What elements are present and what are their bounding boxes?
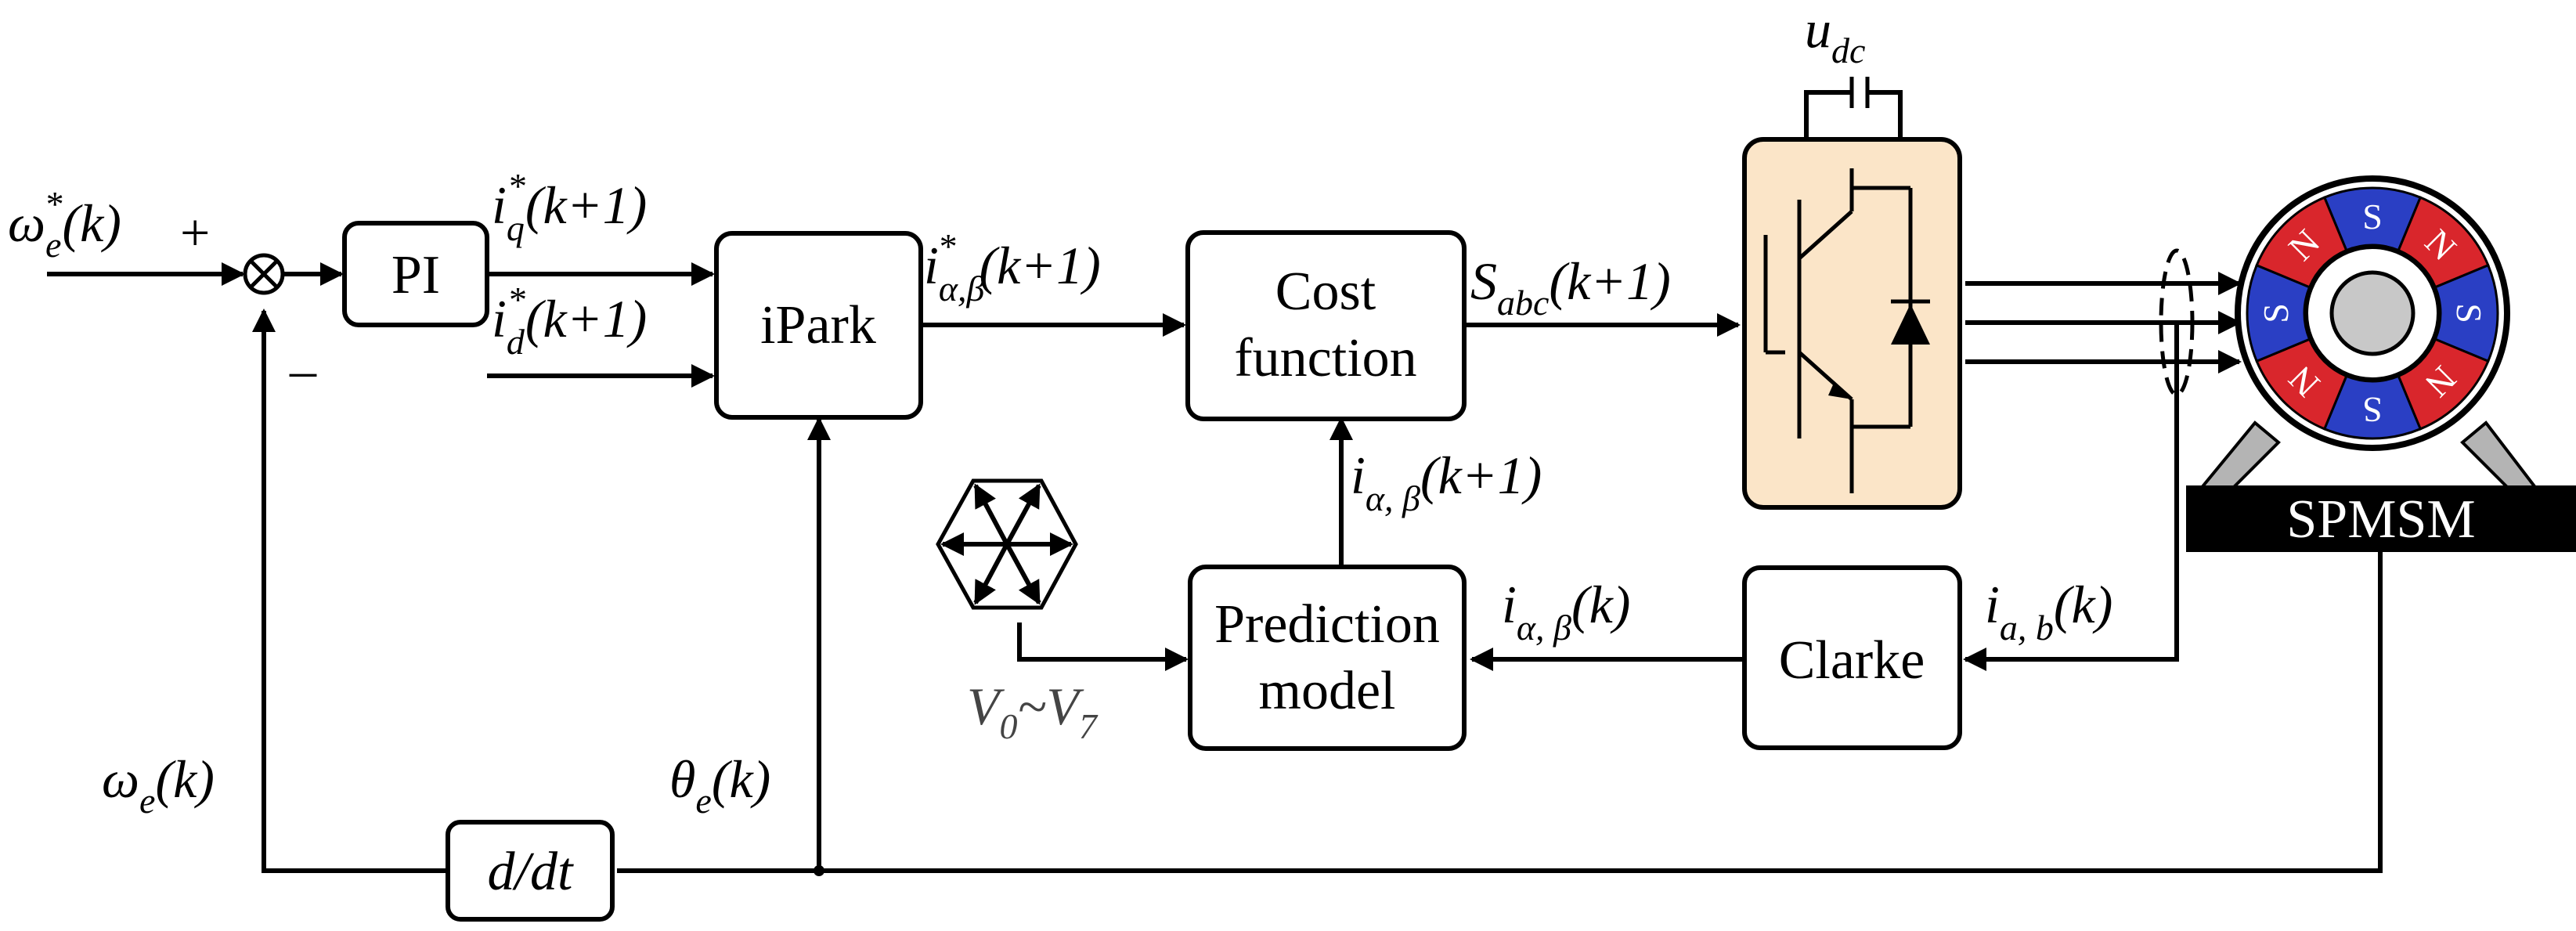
vectors-label: V0~V7 bbox=[967, 677, 1099, 746]
iab-meas-label: ia, b(k) bbox=[1985, 575, 2112, 648]
rotor-shaft-icon bbox=[2329, 270, 2415, 356]
ialphabeta-meas-label: iα, β(k) bbox=[1502, 575, 1630, 648]
vectors-wire bbox=[1017, 622, 1189, 671]
igbt-emitter-arrow-icon bbox=[1828, 381, 1852, 399]
current-sense-wire bbox=[1963, 323, 2179, 671]
theta-label: θe(k) bbox=[669, 749, 770, 821]
iq-ref-label: iq*(k+1) bbox=[492, 166, 647, 248]
ialphabeta-ref-label: iα,β*(k+1) bbox=[924, 226, 1101, 309]
ipark-block: iPark bbox=[714, 231, 923, 420]
derivative-label: d/dt bbox=[488, 842, 574, 902]
diode-icon bbox=[1891, 304, 1930, 345]
minus-sign: – bbox=[289, 340, 317, 399]
encoder-wire bbox=[617, 552, 2383, 873]
switch-state-label: Sabc(k+1) bbox=[1470, 251, 1671, 323]
voltage-vector-arrows bbox=[940, 483, 1073, 605]
stator-pole-label: S bbox=[2256, 303, 2296, 323]
ialphabeta-pred-label: iα, β(k+1) bbox=[1351, 446, 1542, 518]
clarke-block: Clarke bbox=[1742, 565, 1962, 750]
pi-label: PI bbox=[391, 245, 440, 305]
ipark-label: iPark bbox=[760, 295, 876, 355]
signal-wires bbox=[47, 262, 2383, 876]
prediction-label-line2: model bbox=[1259, 661, 1396, 721]
dc-link-wire bbox=[1804, 90, 1903, 139]
speed-feedback-wire bbox=[252, 309, 448, 873]
plus-sign: + bbox=[180, 203, 210, 262]
stator-pole-label: S bbox=[2449, 303, 2489, 323]
id-ref-label: id*(k+1) bbox=[492, 280, 647, 362]
motor-base bbox=[2186, 485, 2576, 552]
cost-label-line2: function bbox=[1234, 328, 1416, 388]
prediction-model-block: Prediction model bbox=[1188, 565, 1467, 751]
inverter bbox=[1742, 77, 1962, 510]
cost-label-line1: Cost bbox=[1275, 262, 1376, 322]
dc-voltage-label: udc bbox=[1805, 0, 1865, 70]
stator-pole-label: S bbox=[2362, 390, 2383, 430]
summing-junction: + – bbox=[180, 203, 317, 399]
clarke-label: Clarke bbox=[1779, 630, 1925, 691]
pi-block: PI bbox=[342, 221, 489, 327]
derivative-block: d/dt bbox=[446, 820, 615, 922]
voltage-vector-hexagon-icon bbox=[936, 478, 1078, 610]
cost-function-block: Cost function bbox=[1185, 230, 1467, 421]
prediction-label-line1: Prediction bbox=[1214, 594, 1440, 655]
motor-label: SPMSM bbox=[2286, 489, 2475, 550]
current-sensor-icon bbox=[2159, 248, 2195, 397]
speed-feedback-label: ωe(k) bbox=[102, 749, 215, 821]
motor-mount-left-icon bbox=[2196, 420, 2281, 491]
junction-dot bbox=[814, 865, 824, 876]
speed-ref-label: ωe*(k) bbox=[8, 184, 121, 265]
motor-mount-right-icon bbox=[2460, 420, 2541, 491]
stator-pole-label: S bbox=[2362, 197, 2383, 236]
